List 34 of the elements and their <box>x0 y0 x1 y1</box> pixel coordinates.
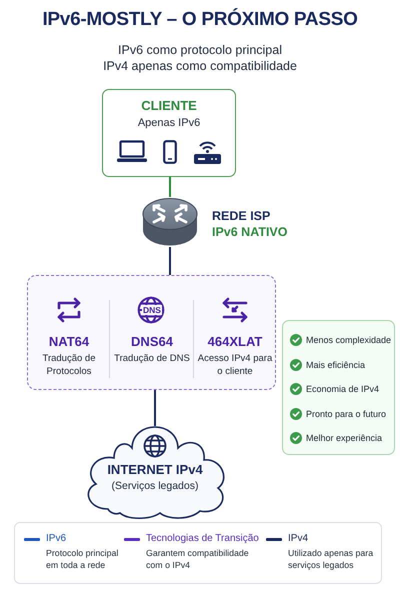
benefit-text: Pronto para o futuro <box>306 408 386 418</box>
subtitle-text: IPv6 como protocolo principal <box>118 43 282 57</box>
benefits-panel <box>282 320 395 455</box>
technology-description: Tradução de Protocolos <box>42 352 96 378</box>
node-caption: REDE ISP <box>212 209 270 223</box>
page-title: IPv6-MOSTLY – O PRÓXIMO PASSO <box>42 9 358 31</box>
connector-line <box>169 177 171 197</box>
node-caption: IPv6 NATIVO <box>212 225 288 239</box>
connector-line <box>154 390 156 426</box>
legend-label: Tecnologias de Transição <box>146 533 259 544</box>
subtitle-text: IPv4 apenas como compatibilidade <box>103 59 297 73</box>
legend-description: Protocolo principal em toda a rede <box>46 547 120 571</box>
benefit-text: Menos complexidade <box>306 335 392 345</box>
benefit-text: Economia de IPv4 <box>306 384 380 394</box>
technology-description: Acesso IPv4 para o cliente <box>197 352 273 378</box>
node-title: CLIENTE <box>141 98 197 113</box>
benefit-text: Melhor experiência <box>306 433 382 443</box>
router-icon <box>142 197 198 247</box>
icon-label: DNS <box>142 305 162 315</box>
legend-label: IPv6 <box>46 533 68 544</box>
legend-description: Garantem compatibilidade com o IPv4 <box>146 547 250 571</box>
technology-name: 464XLAT <box>208 334 262 349</box>
legend-label: IPv4 <box>288 533 310 544</box>
legend-description: Utilizado apenas para serviços legados <box>288 547 374 571</box>
technology-name: DNS64 <box>131 334 173 349</box>
cloud-title: INTERNET IPv4 <box>107 462 203 477</box>
benefit-text: Mais eficiência <box>306 360 366 370</box>
technology-name: NAT64 <box>48 334 90 349</box>
cloud-subtitle: (Serviços legados) <box>112 480 198 492</box>
technology-description: Tradução de DNS <box>113 352 191 365</box>
client-box <box>102 89 236 177</box>
node-subtitle: Apenas IPv6 <box>138 117 200 129</box>
transition-panel <box>27 275 276 390</box>
connector-line <box>169 247 171 275</box>
